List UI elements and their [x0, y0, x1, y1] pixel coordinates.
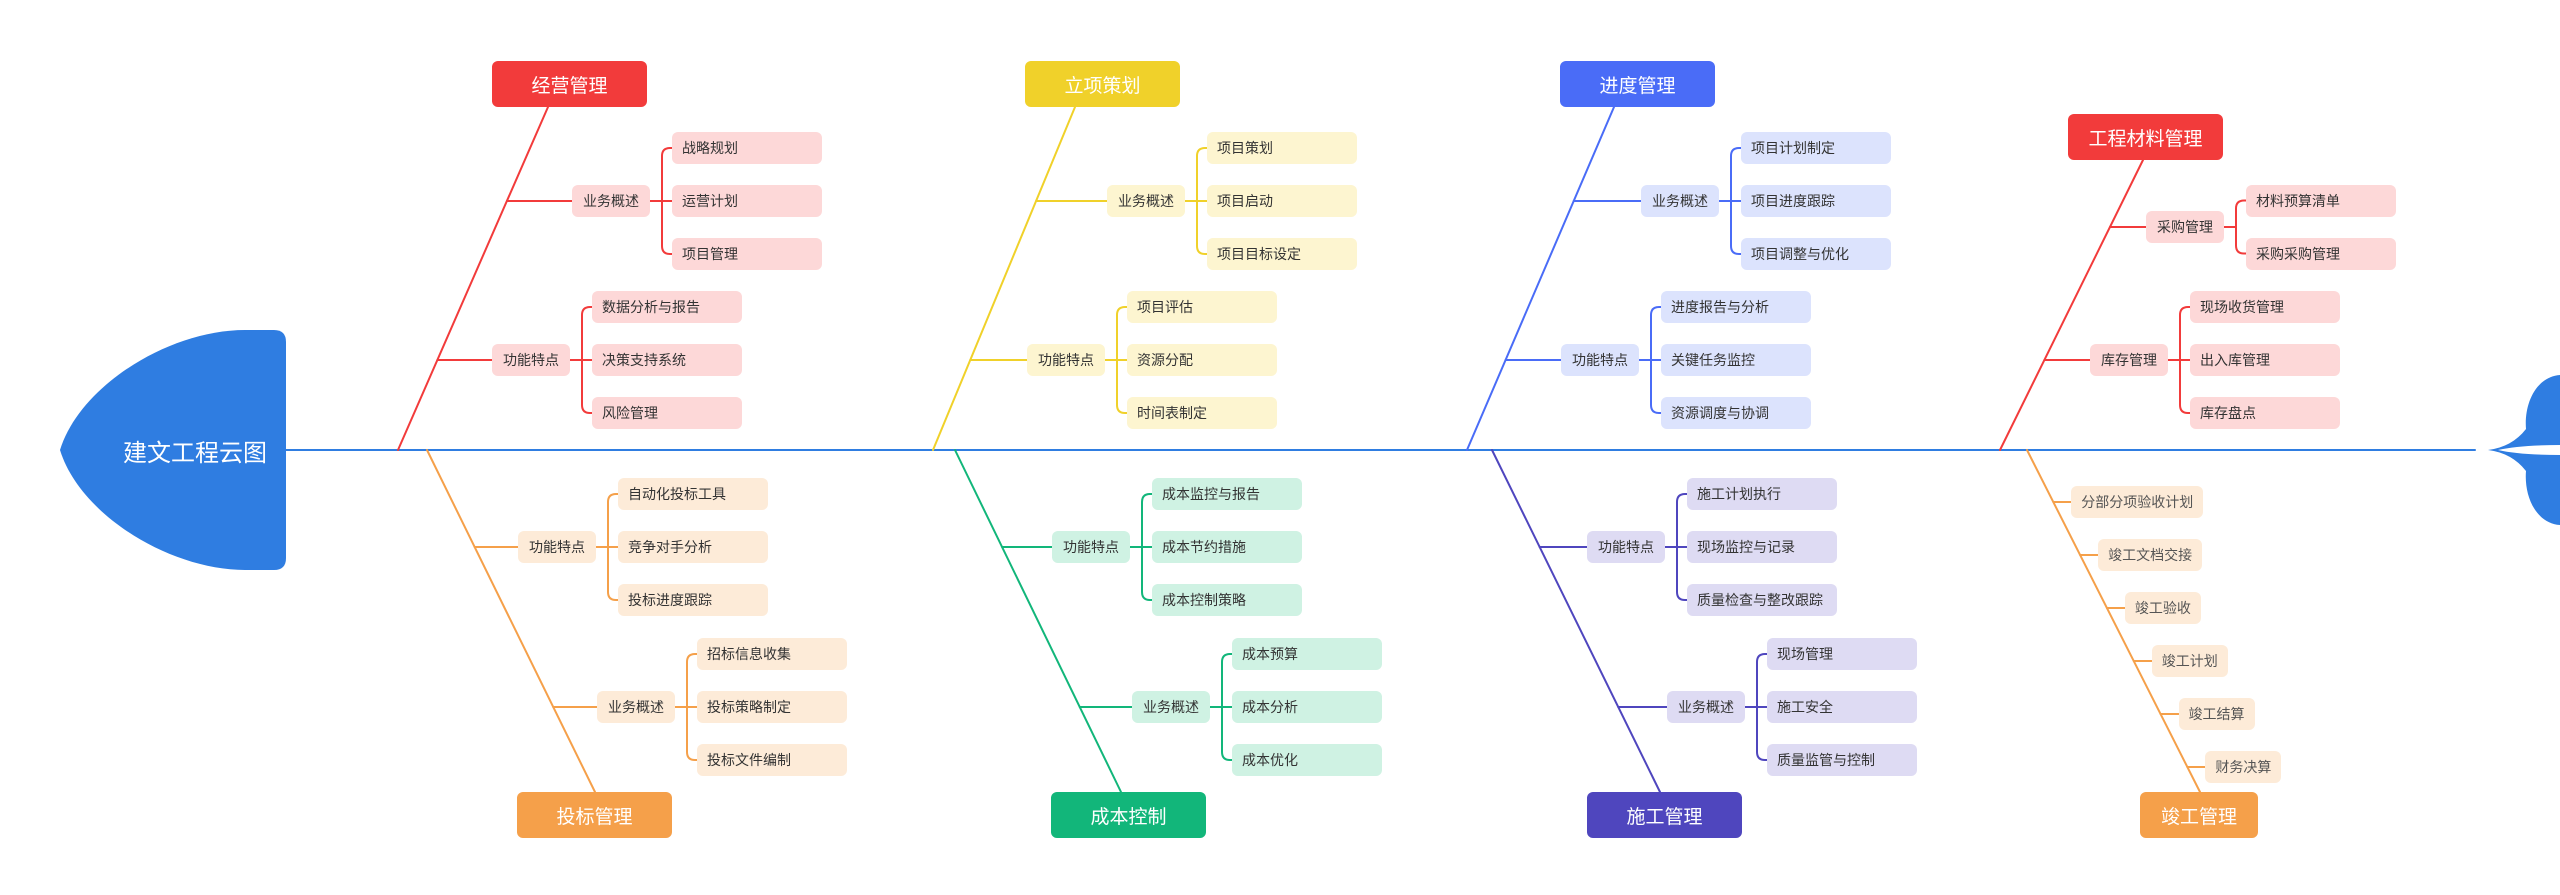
leaf-item[interactable]: 竣工结算	[2178, 698, 2255, 730]
leaf-item[interactable]: 项目计划制定	[1741, 132, 1891, 164]
group-label-cbkz[interactable]: 功能特点	[1052, 531, 1130, 563]
leaf-item[interactable]: 运营计划	[672, 185, 822, 217]
group-label-cbkz[interactable]: 业务概述	[1132, 691, 1210, 723]
group-label-tbgl[interactable]: 业务概述	[597, 691, 675, 723]
leaf-item[interactable]: 项目调整与优化	[1741, 238, 1891, 270]
leaf-item[interactable]: 现场监控与记录	[1687, 531, 1837, 563]
leaf-item[interactable]: 现场管理	[1767, 638, 1917, 670]
leaf-item[interactable]: 成本优化	[1232, 744, 1382, 776]
group-label-gcclgl[interactable]: 库存管理	[2090, 344, 2168, 376]
leaf-item[interactable]: 材料预算清单	[2246, 184, 2396, 217]
leaf-item[interactable]: 成本控制策略	[1152, 584, 1302, 616]
leaf-item[interactable]: 项目启动	[1207, 185, 1357, 217]
branch-title-tbgl[interactable]: 投标管理	[517, 792, 672, 838]
branch-title-jygl[interactable]: 经营管理	[492, 61, 647, 107]
group-label-sggl[interactable]: 功能特点	[1587, 531, 1665, 563]
leaf-item[interactable]: 成本监控与报告	[1152, 478, 1302, 510]
leaf-item[interactable]: 投标文件编制	[697, 744, 847, 776]
leaf-item[interactable]: 进度报告与分析	[1661, 291, 1811, 323]
leaf-item[interactable]: 竣工计划	[2151, 645, 2228, 677]
leaf-item[interactable]: 成本预算	[1232, 638, 1382, 670]
bone-lxch	[932, 106, 1076, 451]
bracket-gcclgl-1	[2168, 306, 2194, 414]
leaf-item[interactable]: 竣工验收	[2124, 592, 2201, 624]
bracket-tbgl-1	[675, 653, 701, 761]
leaf-item[interactable]: 质量监管与控制	[1767, 744, 1917, 776]
leaf-item[interactable]: 竞争对手分析	[618, 531, 768, 563]
bone-jggl	[2026, 449, 2201, 793]
leaf-item[interactable]: 关键任务监控	[1661, 344, 1811, 376]
branch-title-jdgl[interactable]: 进度管理	[1560, 61, 1715, 107]
leaf-item[interactable]: 成本分析	[1232, 691, 1382, 723]
group-label-sggl[interactable]: 业务概述	[1667, 691, 1745, 723]
branch-title-cbkz[interactable]: 成本控制	[1051, 792, 1206, 838]
leaf-item[interactable]: 项目策划	[1207, 132, 1357, 164]
leaf-item[interactable]: 决策支持系统	[592, 344, 742, 376]
bone-gcclgl	[1999, 159, 2144, 451]
leaf-item[interactable]: 采购采购管理	[2246, 237, 2396, 270]
leaf-item[interactable]: 项目进度跟踪	[1741, 185, 1891, 217]
group-label-tbgl[interactable]: 功能特点	[518, 531, 596, 563]
leaf-item[interactable]: 数据分析与报告	[592, 291, 742, 323]
bracket-jygl-0	[650, 147, 676, 255]
root-title[interactable]: 建文工程云图	[123, 438, 267, 467]
leaf-item[interactable]: 招标信息收集	[697, 638, 847, 670]
leaf-item[interactable]: 分部分项验收计划	[2071, 486, 2204, 518]
leaf-item[interactable]: 资源分配	[1127, 344, 1277, 376]
leaf-item[interactable]: 质量检查与整改跟踪	[1687, 584, 1837, 616]
bracket-jdgl-0	[1719, 147, 1745, 255]
bracket-cbkz-0	[1130, 493, 1156, 601]
leaf-item[interactable]: 施工安全	[1767, 691, 1917, 723]
bone-tbgl	[426, 449, 596, 793]
leaf-item[interactable]: 自动化投标工具	[618, 478, 768, 510]
leaf-item[interactable]: 项目管理	[672, 238, 822, 270]
leaf-item[interactable]: 财务决算	[2205, 751, 2282, 783]
leaf-item[interactable]: 战略规划	[672, 132, 822, 164]
bracket-lxch-1	[1105, 306, 1131, 414]
bracket-jygl-1	[570, 306, 596, 414]
group-label-jygl[interactable]: 功能特点	[492, 344, 570, 376]
leaf-item[interactable]: 库存盘点	[2190, 397, 2340, 429]
group-label-jdgl[interactable]: 业务概述	[1641, 185, 1719, 217]
group-label-gcclgl[interactable]: 采购管理	[2146, 211, 2224, 243]
leaf-item[interactable]: 现场收货管理	[2190, 291, 2340, 323]
leaf-item[interactable]: 资源调度与协调	[1661, 397, 1811, 429]
bracket-sggl-1	[1745, 653, 1771, 761]
leaf-item[interactable]: 项目评估	[1127, 291, 1277, 323]
bone-sggl	[1491, 449, 1661, 793]
bone-cbkz	[954, 449, 1122, 793]
bracket-jdgl-1	[1639, 306, 1665, 414]
group-label-jygl[interactable]: 业务概述	[572, 185, 650, 217]
bracket-lxch-0	[1185, 147, 1211, 255]
branch-title-sggl[interactable]: 施工管理	[1587, 792, 1742, 838]
bracket-cbkz-1	[1210, 653, 1236, 761]
leaf-item[interactable]: 投标进度跟踪	[618, 584, 768, 616]
group-label-lxch[interactable]: 业务概述	[1107, 185, 1185, 217]
leaf-item[interactable]: 施工计划执行	[1687, 478, 1837, 510]
fish-head-shape	[60, 330, 286, 570]
leaf-item[interactable]: 风险管理	[592, 397, 742, 429]
leaf-item[interactable]: 项目目标设定	[1207, 238, 1357, 270]
group-label-lxch[interactable]: 功能特点	[1027, 344, 1105, 376]
leaf-item[interactable]: 时间表制定	[1127, 397, 1277, 429]
bone-jdgl	[1466, 106, 1615, 451]
bracket-tbgl-0	[596, 493, 622, 601]
group-label-jdgl[interactable]: 功能特点	[1561, 344, 1639, 376]
leaf-item[interactable]: 竣工文档交接	[2098, 539, 2203, 571]
branch-title-gcclgl[interactable]: 工程材料管理	[2068, 114, 2223, 160]
bone-jygl	[397, 106, 549, 451]
leaf-item[interactable]: 投标策略制定	[697, 691, 847, 723]
bracket-sggl-0	[1665, 493, 1691, 601]
bracket-gcclgl-0	[2224, 199, 2250, 255]
branch-title-jggl[interactable]: 竣工管理	[2140, 792, 2258, 838]
leaf-item[interactable]: 出入库管理	[2190, 344, 2340, 376]
leaf-item[interactable]: 成本节约措施	[1152, 531, 1302, 563]
branch-title-lxch[interactable]: 立项策划	[1025, 61, 1180, 107]
fish-tail-shape	[2488, 375, 2560, 525]
